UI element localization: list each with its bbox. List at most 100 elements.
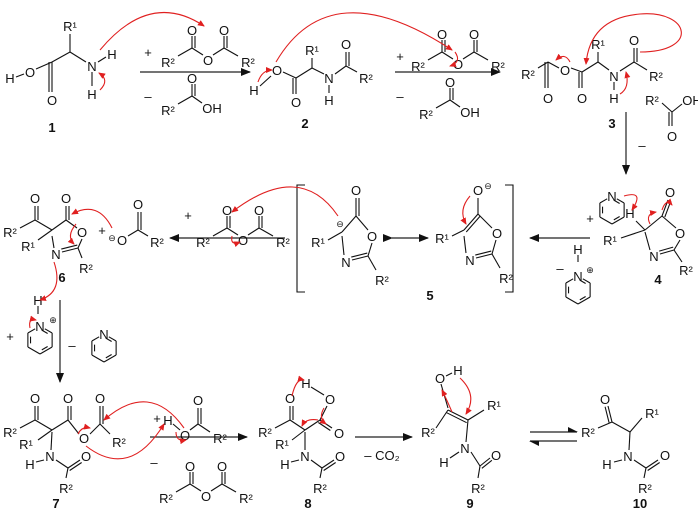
double-bond <box>323 462 336 471</box>
single-bond <box>34 419 53 431</box>
atom-r2: R² <box>645 93 659 108</box>
single-bond <box>319 467 323 479</box>
electron-arrow <box>647 210 657 225</box>
single-bond <box>491 239 497 255</box>
atom-o: O <box>25 65 35 80</box>
electron-arrow <box>67 223 77 245</box>
atom-o: O <box>600 392 610 407</box>
atom-o: O <box>193 393 203 408</box>
atom-r1: R¹ <box>311 235 325 250</box>
electron-arrow <box>275 12 453 63</box>
single-bond <box>103 354 117 363</box>
atom-r2: R² <box>679 263 693 278</box>
atom-o: O <box>222 203 232 218</box>
atom-r2: R² <box>239 491 253 506</box>
electron-arrow <box>441 389 453 413</box>
single-bond <box>137 229 149 237</box>
atom-o: O <box>285 391 295 406</box>
atom-r1: R¹ <box>305 43 319 58</box>
atom-n: N <box>51 247 60 262</box>
single-bond <box>611 216 625 225</box>
single-bond <box>226 227 239 236</box>
electron-arrow <box>623 194 638 211</box>
single-bond <box>247 227 260 236</box>
atom-oh: OH <box>460 105 480 120</box>
electron-arrow <box>449 51 459 67</box>
single-bond <box>223 47 239 57</box>
atom-r2: R² <box>471 481 485 496</box>
single-bond <box>570 67 583 73</box>
single-bond <box>44 328 53 334</box>
compound-label-6: 6 <box>58 270 65 285</box>
single-bond <box>427 51 443 61</box>
atom-o: O <box>217 459 227 474</box>
single-bond <box>475 253 493 259</box>
atom-o: O <box>453 57 463 72</box>
single-bond <box>449 99 461 108</box>
atom-oh: OH <box>682 93 698 108</box>
electron-arrow <box>301 419 319 427</box>
atom-neg: ⊖ <box>484 181 492 191</box>
single-bond <box>633 61 648 71</box>
double-bond <box>351 252 368 258</box>
atom-o: O <box>665 185 675 200</box>
atom-r2: R² <box>161 55 175 70</box>
atom-r2: R² <box>421 425 435 440</box>
atom-n: N <box>607 189 616 204</box>
atom-h: H <box>163 413 172 428</box>
single-bond <box>661 215 677 229</box>
double-bond <box>69 462 82 471</box>
single-bond <box>613 459 623 463</box>
atom-o: O <box>469 27 479 42</box>
atom-n: N <box>609 69 618 84</box>
atom-o: O <box>272 63 282 78</box>
atom-o: O <box>47 93 57 108</box>
double-bond <box>481 459 493 469</box>
single-bond <box>69 51 87 63</box>
atom-h: H <box>87 87 96 102</box>
single-bond <box>259 75 272 87</box>
resonance-bracket-left <box>296 184 305 293</box>
single-bond <box>15 73 25 78</box>
resonance-bracket-right <box>505 184 514 293</box>
atom-plus: + <box>153 411 161 426</box>
single-bond <box>108 336 117 342</box>
atom-n: N <box>623 449 632 464</box>
atom-r1: R¹ <box>487 398 501 413</box>
atom-n: N <box>300 449 309 464</box>
atom-r2: R² <box>161 103 175 118</box>
electron-arrow <box>319 407 327 425</box>
atom-o: O <box>445 75 455 90</box>
single-bond <box>491 253 501 269</box>
atom-r1: R¹ <box>63 19 77 34</box>
atom-n: N <box>87 59 96 74</box>
single-bond <box>177 95 193 105</box>
atom-h: H <box>280 457 289 472</box>
atom-o: O <box>77 225 87 240</box>
single-bond <box>27 346 41 355</box>
single-bond <box>99 423 111 435</box>
electron-arrow <box>459 377 472 415</box>
single-bond <box>221 483 237 493</box>
compound-label-8: 8 <box>304 496 311 511</box>
single-bond <box>597 61 610 71</box>
atom-o: O <box>61 191 71 206</box>
atom-r2: R² <box>411 59 425 74</box>
single-bond <box>351 255 369 261</box>
single-bond <box>127 229 139 237</box>
atom-o: O <box>473 183 483 198</box>
atom-n: N <box>324 71 333 86</box>
single-bond <box>191 95 203 104</box>
single-bond <box>50 431 53 451</box>
atom-o: O <box>675 226 685 241</box>
atom-n: N <box>465 253 474 268</box>
single-bond <box>172 423 181 431</box>
single-bond <box>327 231 343 241</box>
single-bond <box>613 199 620 204</box>
single-bond <box>89 423 101 435</box>
single-bond <box>477 465 481 479</box>
single-bond <box>258 227 274 237</box>
atom-o: O <box>133 197 143 212</box>
single-bond <box>51 235 55 249</box>
single-bond <box>41 346 48 351</box>
